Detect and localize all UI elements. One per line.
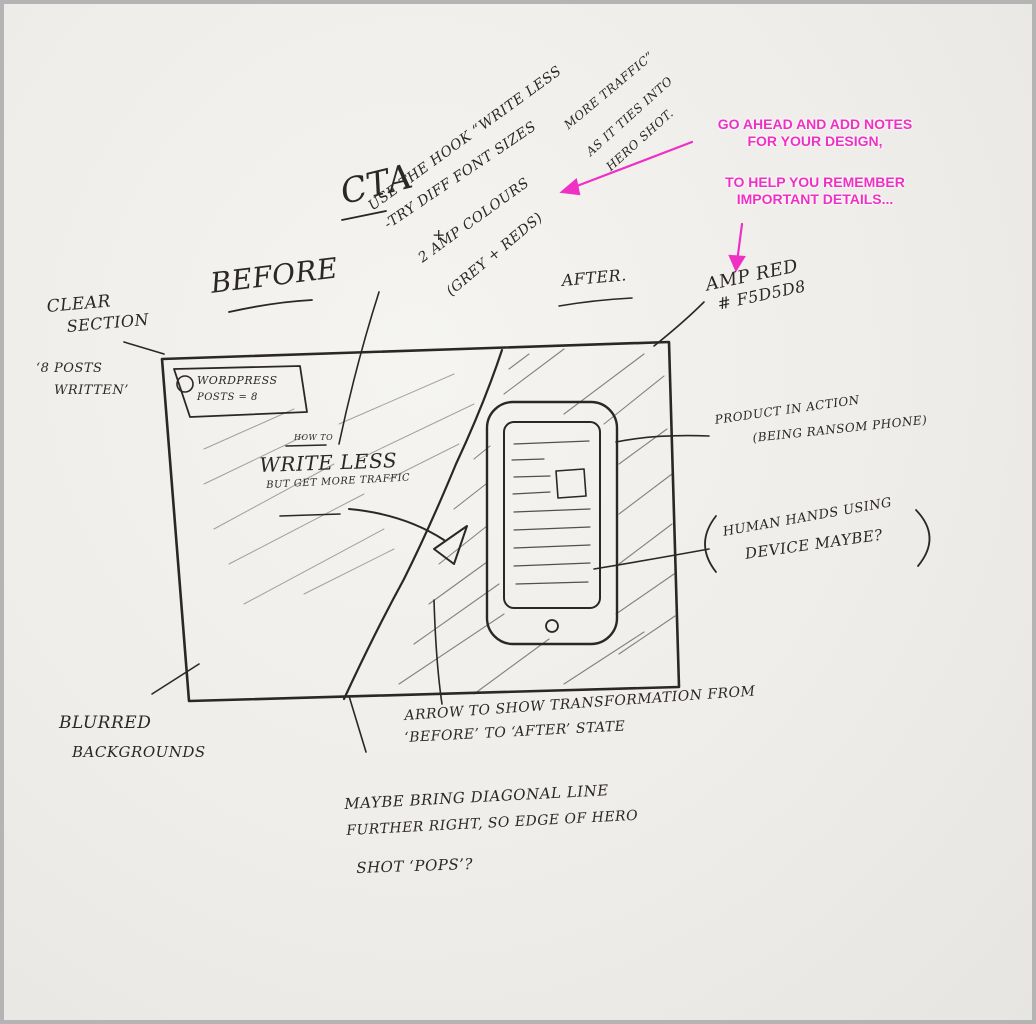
callout-notes-line1: GO AHEAD AND ADD NOTES: [717, 116, 913, 132]
leader-blurred: [151, 663, 200, 695]
phone-outline: [485, 400, 619, 646]
callout-notes-line4: IMPORTANT DETAILS...: [736, 191, 894, 207]
phone-screen: [503, 421, 601, 609]
posts-written-note-2: WRITTEN’: [54, 383, 129, 398]
blurred-background-note-2: BACKGROUNDS: [72, 743, 206, 761]
leader-clear-section: [123, 341, 165, 355]
leader-cta: [338, 291, 380, 445]
callout-arrow-cta: [567, 140, 694, 191]
transformation-arrow: [348, 508, 445, 541]
posts-written-note: ‘8 POSTS: [36, 361, 103, 376]
logo-box: [173, 365, 308, 418]
mockup-logo-text: WORDPRESS: [197, 374, 278, 387]
wireframe-frame: [160, 340, 681, 703]
leader-human-hands: [593, 548, 710, 570]
diagonal-divider-line: [342, 348, 504, 701]
phone-card: [555, 468, 587, 499]
transformation-arrowhead: [433, 525, 468, 565]
logo-mark-icon: [176, 375, 194, 393]
hand-drawn-sketch: [123, 140, 931, 753]
phone-home-button-icon: [545, 619, 559, 633]
mockup-how-to: HOW TO: [294, 433, 334, 442]
mockup-write-less: WRITE LESS: [258, 448, 398, 477]
callout-notes-line2: FOR YOUR DESIGN,: [747, 133, 883, 149]
callout-notes-line3: TO HELP YOU REMEMBER: [725, 174, 905, 190]
leader-arrow-note-2: [433, 599, 443, 705]
cta-note-plus: +: [432, 225, 446, 244]
leader-product: [615, 434, 710, 443]
maybe-note-3: SHOT ‘POPS’?: [355, 854, 474, 877]
leader-arrow-note-1: [348, 695, 367, 753]
leader-amp-red: [653, 301, 705, 347]
mockup-posts-count: POSTS = 8: [197, 392, 258, 403]
blurred-background-note: BLURRED: [59, 713, 152, 733]
